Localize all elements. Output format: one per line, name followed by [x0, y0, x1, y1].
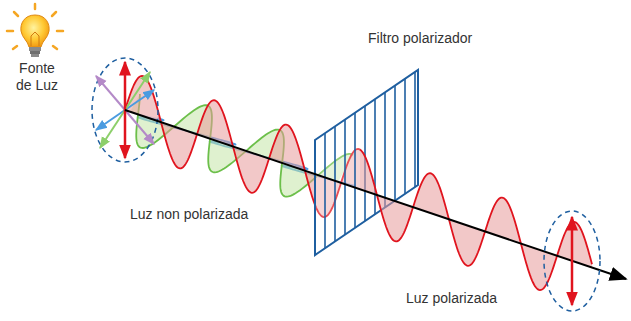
light-label: Luz non polarizada	[128, 206, 250, 223]
red-wave-polarized	[360, 150, 592, 291]
filter-label: Filtro polarizador	[366, 30, 474, 47]
light-label: Luz polarizada	[404, 290, 499, 307]
polarized-wave	[360, 150, 592, 291]
filter-slat	[384, 92, 386, 207]
filter-slat	[354, 113, 356, 228]
filter-slat	[414, 72, 416, 187]
propagation-axis	[125, 110, 626, 279]
polarized-ellipse	[544, 211, 600, 311]
red-wave-polarized-fill	[360, 150, 592, 291]
filter-slat	[374, 99, 376, 214]
source-label: Fonte de Luz	[9, 60, 65, 94]
filter-slat	[404, 79, 406, 194]
filter-slat	[394, 86, 396, 201]
light-bulb	[7, 4, 63, 57]
filter-slat	[334, 126, 336, 241]
filter-slat	[344, 120, 346, 235]
filter-slat	[324, 133, 326, 248]
